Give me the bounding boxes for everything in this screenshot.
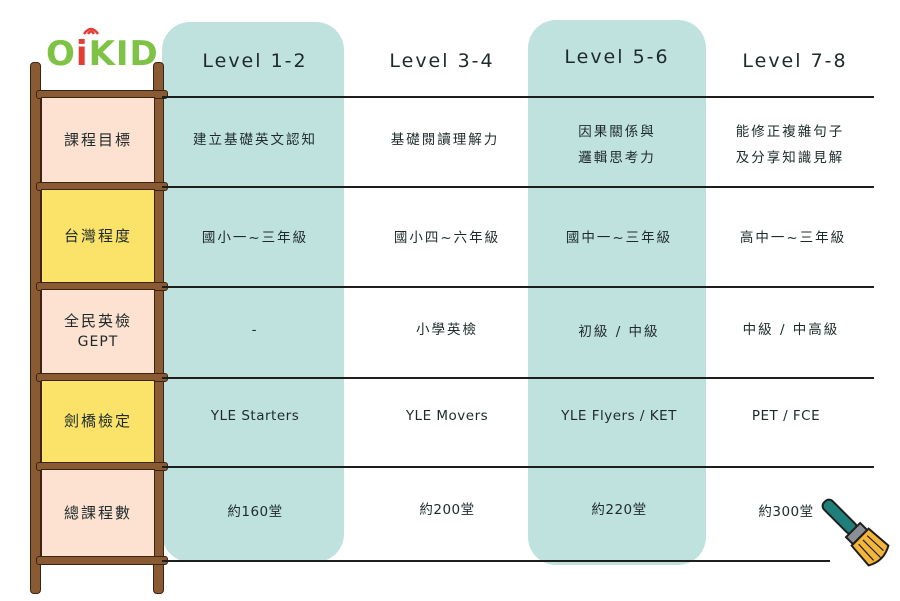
level-header-5-6: Level 5-6 <box>564 46 670 68</box>
level-header-7-8: Level 7-8 <box>742 50 848 72</box>
cell-cam-l12: YLE Starters <box>210 408 300 424</box>
cell-cam-l34: YLE Movers <box>405 408 489 424</box>
row-label-course-goal: 課程目標 <box>41 97 155 183</box>
row-divider <box>162 466 874 468</box>
row-divider <box>162 377 874 379</box>
cell-cam-l56: YLE Flyers / KET <box>561 408 677 424</box>
cell-total-l34: 約200堂 <box>419 502 475 518</box>
level-header-1-2: Level 1-2 <box>202 50 308 72</box>
cell-tw-l12: 國小一~三年級 <box>201 230 309 246</box>
ladder-rail-left <box>30 62 41 594</box>
level-1-2-highlight <box>162 22 344 562</box>
cell-gept-l78: 中級 / 中高級 <box>742 322 840 338</box>
cell-tw-l78: 高中一~三年級 <box>739 230 847 246</box>
cell-goal-l12: 建立基礎英文認知 <box>193 132 317 148</box>
ladder-rung <box>36 556 168 565</box>
oikid-logo: OiKID <box>46 27 159 76</box>
row-divider <box>162 96 874 98</box>
cell-goal-l34: 基礎閱讀理解力 <box>390 132 500 148</box>
cell-tw-l34: 國小四~六年級 <box>393 230 501 246</box>
cell-gept-l12: - <box>251 322 259 338</box>
row-label-total-courses: 總課程數 <box>41 469 155 557</box>
cell-total-l56: 約220堂 <box>591 502 647 518</box>
row-label-gept: 全民英檢 GEPT <box>41 289 155 374</box>
paint-brush-icon <box>821 498 890 567</box>
row-label-taiwan-level: 台灣程度 <box>41 189 155 283</box>
level-5-6-highlight <box>528 20 706 565</box>
row-divider <box>162 286 874 288</box>
cell-gept-l34: 小學英檢 <box>416 322 478 338</box>
cell-goal-l56: 因果關係與邏輯思考力 <box>578 124 656 166</box>
cell-tw-l56: 國中一~三年級 <box>565 230 673 246</box>
logo-text: OiKID <box>46 34 159 74</box>
cell-goal-l78: 能修正複雜句子及分享知識見解 <box>735 124 845 166</box>
row-divider <box>162 186 874 188</box>
cell-total-l12: 約160堂 <box>227 504 283 520</box>
signal-icon <box>82 27 100 35</box>
cell-gept-l56: 初級 / 中級 <box>578 324 660 340</box>
cell-cam-l78: PET / FCE <box>751 408 821 424</box>
row-label-cambridge: 劍橋檢定 <box>41 380 155 463</box>
level-header-3-4: Level 3-4 <box>389 50 495 72</box>
row-divider <box>162 560 830 562</box>
cell-total-l78: 約300堂 <box>758 504 814 520</box>
